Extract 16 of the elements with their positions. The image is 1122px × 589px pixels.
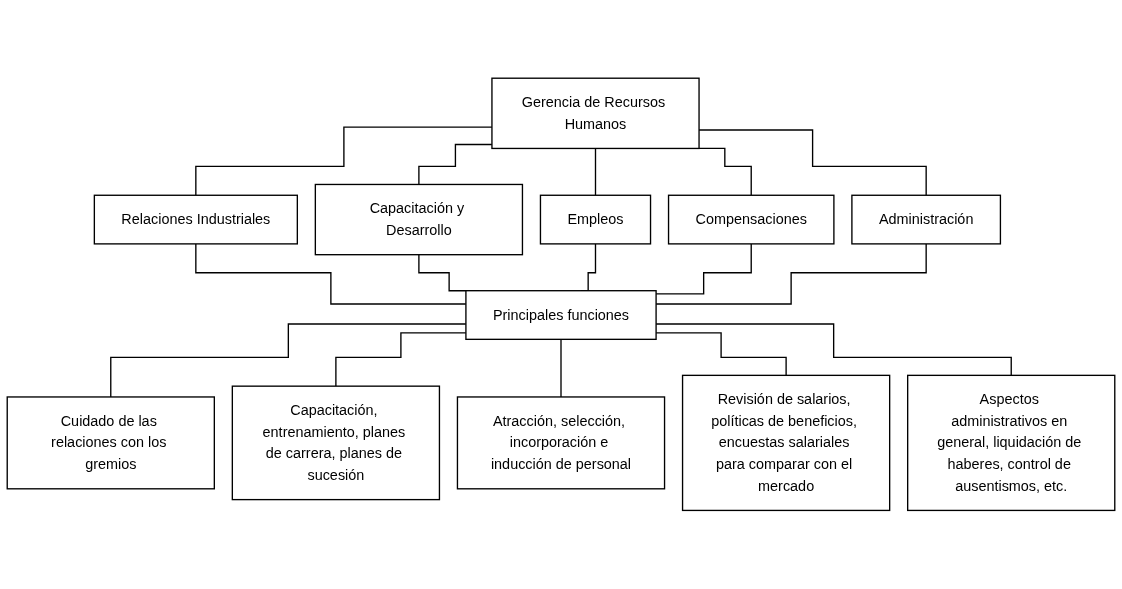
connector (698, 129, 927, 197)
node-box: Empleos (539, 194, 652, 245)
connector (697, 147, 752, 197)
node-box: Atracción, selección, incorporación e inducción de personal (456, 396, 666, 490)
node-box: Administración (851, 194, 1002, 245)
node-box: Capacitación y Desarrollo (314, 183, 524, 256)
node-box: Principales funciones (465, 290, 657, 341)
node-box: Relaciones Industriales (93, 194, 298, 245)
node-box: Revisión de salarios, políticas de beneficios, encuestas salariales para comparar con el mercado (681, 374, 891, 512)
node-box: Aspectos administrativos en general, liquidación de haberes, control de ausentismos, etc. (907, 374, 1116, 512)
node-box: Gerencia de Recursos Humanos (491, 77, 700, 150)
node-box: Cuidado de las relaciones con los gremios (6, 396, 215, 490)
node-box: Capacitación, entrenamiento, planes de carrera, planes de sucesión (231, 385, 441, 501)
node-box: Compensaciones (667, 194, 835, 245)
connector (560, 338, 562, 398)
connector (594, 147, 597, 197)
